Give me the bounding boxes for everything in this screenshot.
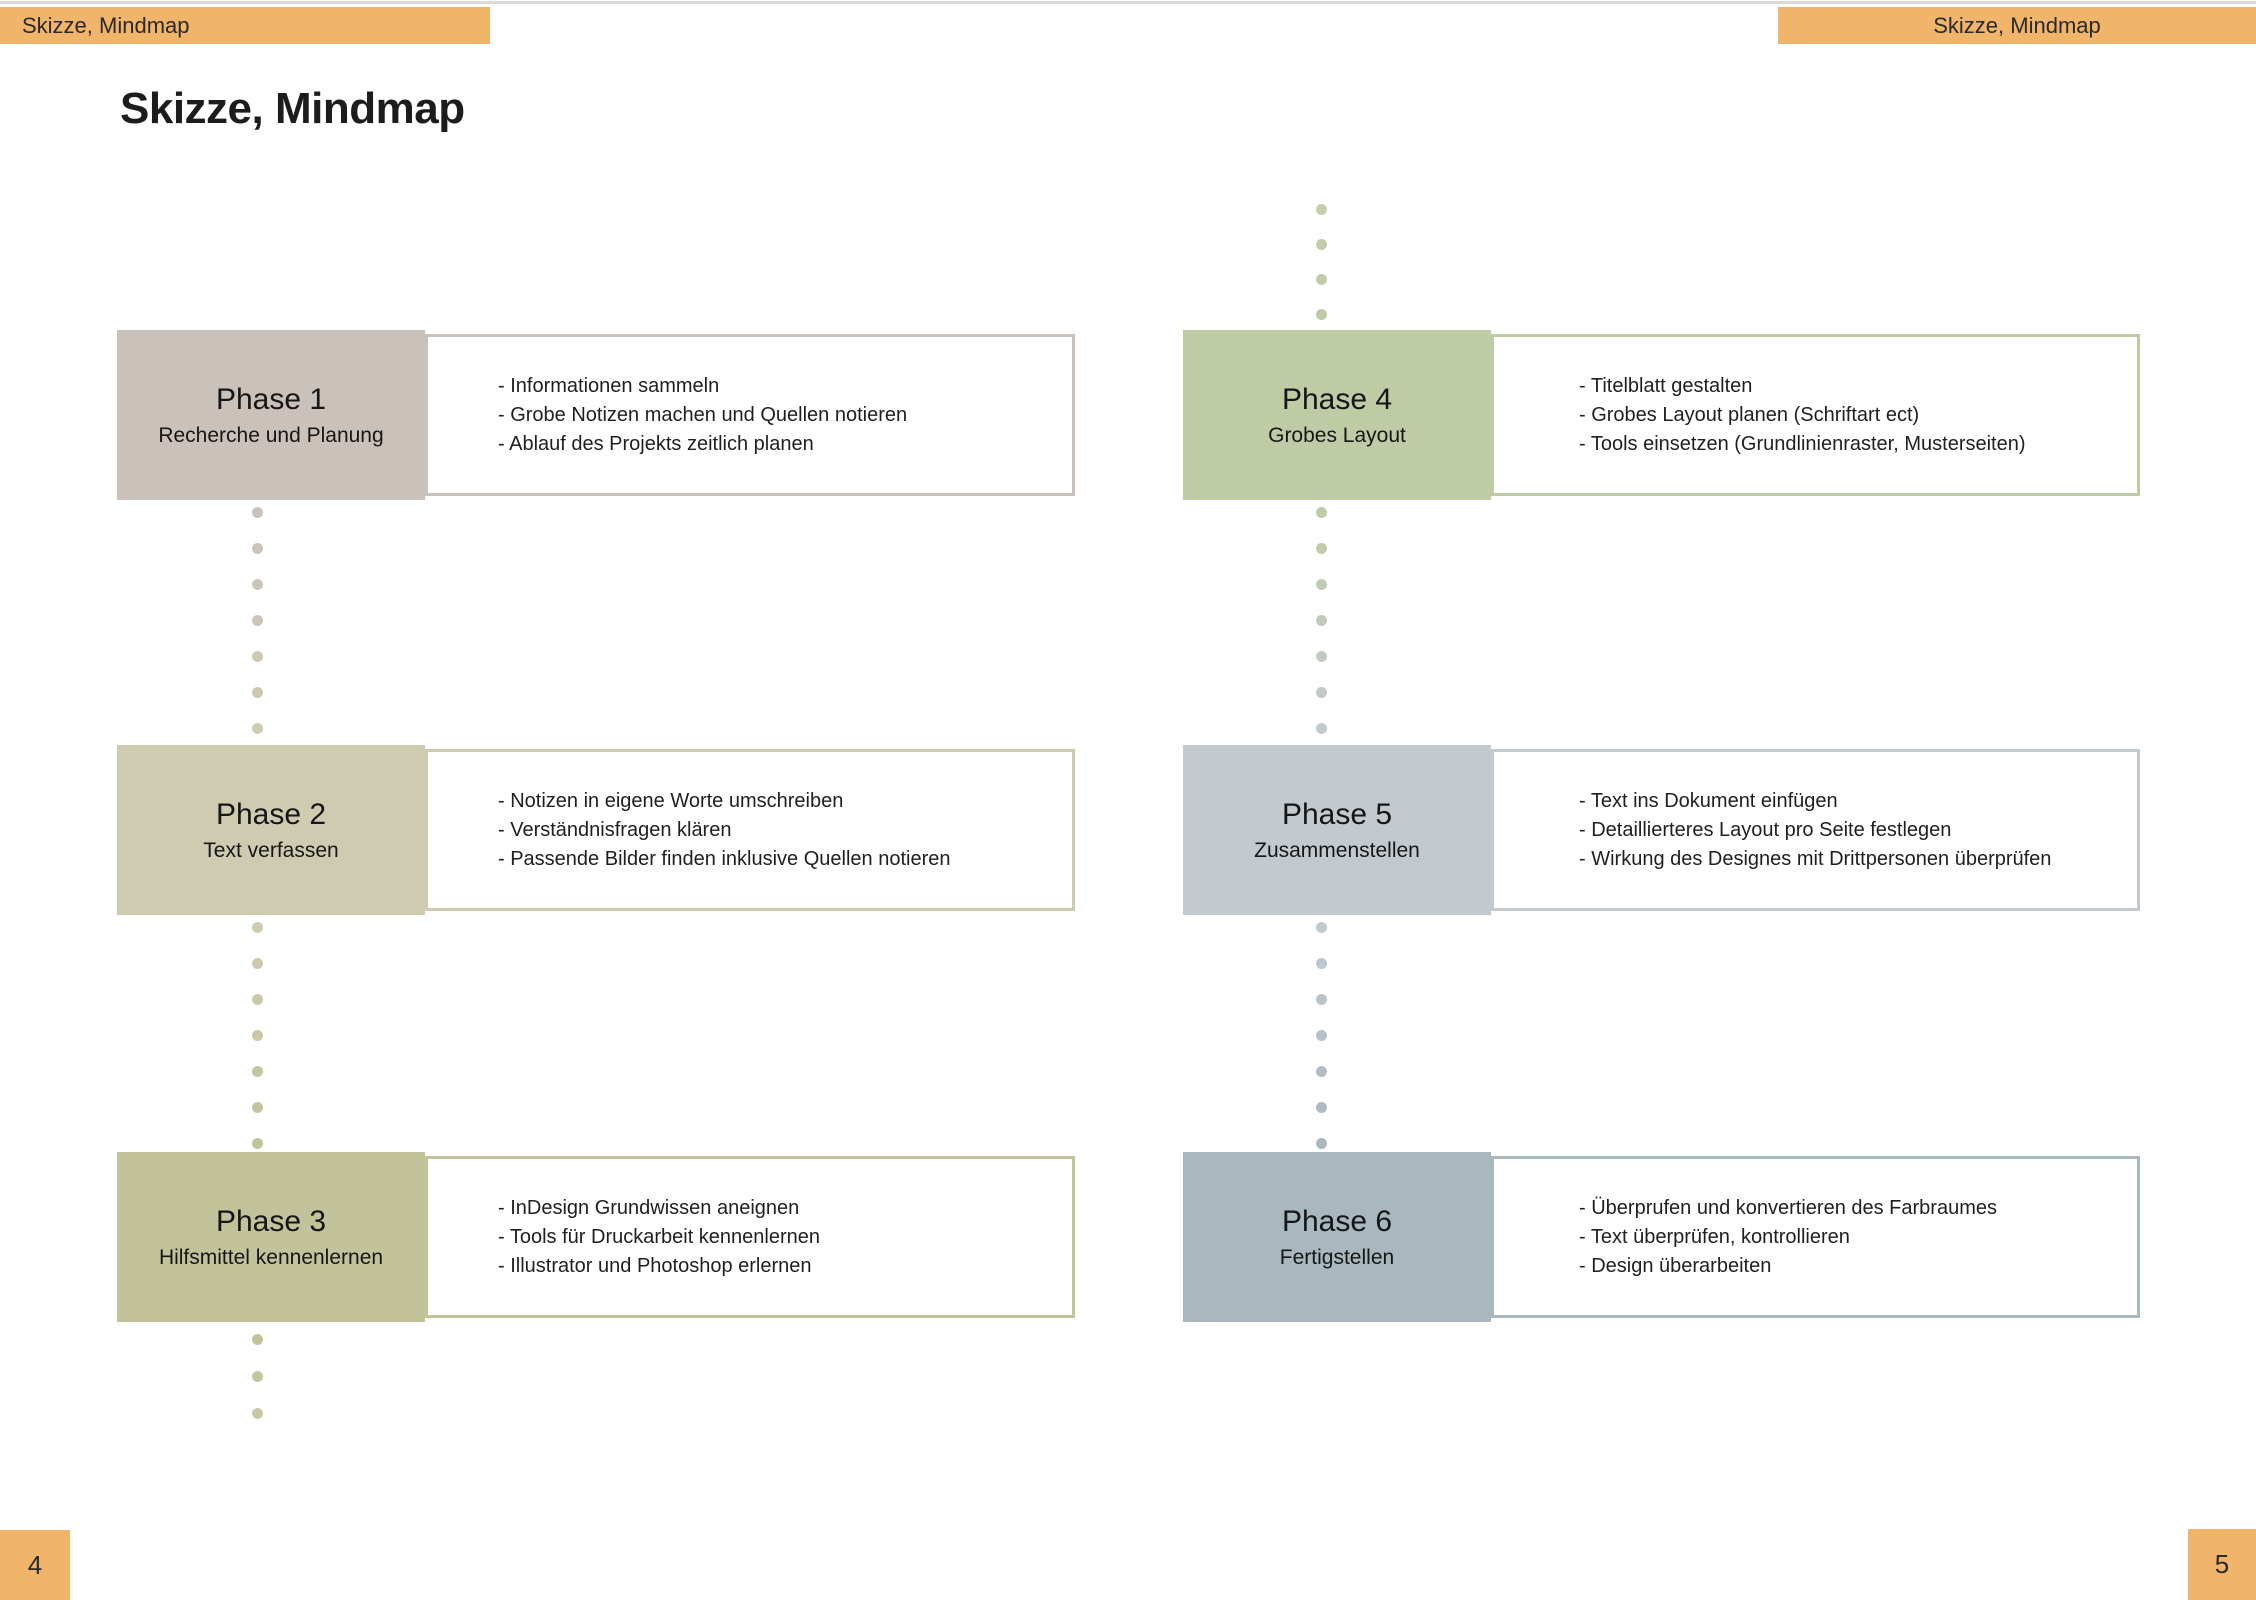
connector-dot [1316,615,1327,626]
page-number-left: 4 [0,1530,70,1600]
phase-5-label-box: Phase 5 Zusammenstellen [1183,745,1491,915]
phase-item: - Grobes Layout planen (Schriftart ect) [1579,403,1920,426]
connector-dot [1316,274,1327,285]
connector-dot [1316,579,1327,590]
connector-dot [1316,958,1327,969]
connector-dot [1316,687,1327,698]
phase-subtitle: Zusammenstellen [1254,838,1420,862]
connector-dot [1316,1030,1327,1041]
phase-item: - Text ins Dokument einfügen [1579,789,1838,812]
page-number-left-value: 4 [27,1549,43,1580]
phase-3-details-box: - InDesign Grundwissen aneignen - Tools … [425,1156,1075,1318]
phase-4-label-box: Phase 4 Grobes Layout [1183,330,1491,500]
phase-item: - Informationen sammeln [498,374,720,397]
phase-1-details-box: - Informationen sammeln - Grobe Notizen … [425,334,1075,496]
phase-subtitle: Recherche und Planung [158,423,384,447]
phase-item: - Grobe Notizen machen und Quellen notie… [498,403,908,426]
phase-item: - Verständnisfragen klären [498,818,732,841]
phase-item: - Detaillierteres Layout pro Seite festl… [1579,818,1952,841]
phase-item: - Design überarbeiten [1579,1254,1772,1277]
phase-name: Phase 5 [1281,797,1393,831]
connector-dot [252,1066,263,1077]
phase-6-label-box: Phase 6 Fertigstellen [1183,1152,1491,1322]
connector-dot [252,958,263,969]
phase-block-4: Phase 4 Grobes Layout - Titelblatt gesta… [1183,330,2140,500]
connector-dot [1316,1102,1327,1113]
running-header-left-label: Skizze, Mindmap [22,12,190,38]
phase-name: Phase 4 [1281,382,1393,416]
connector-dot [1316,922,1327,933]
phase-item: - Tools einsetzen (Grundlinienraster, Mu… [1579,432,2026,455]
connector-dot [252,1408,263,1419]
phase-6-details-box: - Überprufen und konvertieren des Farbra… [1491,1156,2140,1318]
phase-item: - Illustrator und Photoshop erlernen [498,1254,812,1277]
connector-dot [1316,239,1327,250]
connector-dot [252,507,263,518]
running-header-right-label: Skizze, Mindmap [1933,12,2101,38]
phase-block-2: Phase 2 Text verfassen - Notizen in eige… [117,745,1075,915]
phase-item: - Text überprüfen, kontrollieren [1579,1225,1850,1248]
phase-5-details-box: - Text ins Dokument einfügen - Detaillie… [1491,749,2140,911]
connector-dot [1316,204,1327,215]
connector-dot [252,1102,263,1113]
connector-dot [252,1030,263,1041]
phase-4-details-box: - Titelblatt gestalten - Grobes Layout p… [1491,334,2140,496]
phase-2-label-box: Phase 2 Text verfassen [117,745,425,915]
phase-item: - Wirkung des Designes mit Drittpersonen… [1579,847,2052,870]
phase-subtitle: Text verfassen [203,838,339,862]
connector-dot [1316,507,1327,518]
connector-dot [1316,723,1327,734]
phase-item: - Notizen in eigene Worte umschreiben [498,789,844,812]
connector-dot [252,651,263,662]
connector-dot [252,994,263,1005]
connector-dot [1316,309,1327,320]
top-rule [0,1,2256,4]
connector-dot [252,543,263,554]
connector-dot [252,723,263,734]
phase-subtitle: Grobes Layout [1268,423,1406,447]
phase-name: Phase 1 [215,382,327,416]
phase-block-1: Phase 1 Recherche und Planung - Informat… [117,330,1075,500]
phase-name: Phase 2 [215,797,327,831]
phase-name: Phase 3 [215,1204,327,1238]
page-number-right: 5 [2188,1529,2256,1600]
phase-item: - Ablauf des Projekts zeitlich planen [498,432,814,455]
phase-block-3: Phase 3 Hilfsmittel kennenlernen - InDes… [117,1152,1075,1322]
page-title: Skizze, Mindmap [120,84,465,133]
connector-dot [252,1371,263,1382]
phase-subtitle: Fertigstellen [1279,1245,1395,1269]
phase-2-details-box: - Notizen in eigene Worte umschreiben - … [425,749,1075,911]
running-header-left: Skizze, Mindmap [0,7,490,44]
connector-dot [1316,1066,1327,1077]
connector-dot [252,615,263,626]
connector-dot [1316,1138,1327,1149]
running-header-right: Skizze, Mindmap [1778,7,2256,44]
phase-item: - Passende Bilder finden inklusive Quell… [498,847,951,870]
connector-dot [252,1138,263,1149]
connector-dot [252,922,263,933]
connector-dot [1316,651,1327,662]
phase-item: - Überprufen und konvertieren des Farbra… [1579,1196,1997,1219]
phase-block-5: Phase 5 Zusammenstellen - Text ins Dokum… [1183,745,2140,915]
page-number-right-value: 5 [2214,1549,2230,1579]
phase-item: - Tools für Druckarbeit kennenlernen [498,1225,821,1248]
phase-3-label-box: Phase 3 Hilfsmittel kennenlernen [117,1152,425,1322]
connector-dot [1316,543,1327,554]
phase-subtitle: Hilfsmittel kennenlernen [158,1245,384,1269]
phase-item: - Titelblatt gestalten [1579,374,1753,397]
connector-dot [252,579,263,590]
connector-dot [252,1334,263,1345]
phase-name: Phase 6 [1281,1204,1393,1238]
connector-dot [252,687,263,698]
phase-block-6: Phase 6 Fertigstellen - Überprufen und k… [1183,1152,2140,1322]
phase-1-label-box: Phase 1 Recherche und Planung [117,330,425,500]
connector-dot [1316,994,1327,1005]
phase-item: - InDesign Grundwissen aneignen [498,1196,800,1219]
